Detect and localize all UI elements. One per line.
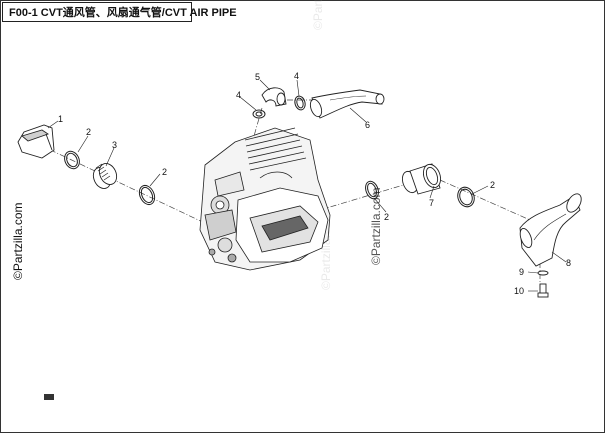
part-2-clamp-4	[457, 186, 475, 208]
callout-4b: 4	[294, 71, 299, 81]
callout-3: 3	[112, 140, 117, 150]
part-6-breather-tube	[309, 89, 385, 119]
part-1-intake-cover	[17, 124, 55, 159]
engine-assembly	[199, 127, 331, 271]
callout-1: 1	[58, 114, 63, 124]
callout-labels: 1 2 3 2 4 5 4 6 2 7 2 8 9 10	[58, 71, 571, 296]
part-10-bolt	[537, 283, 549, 298]
callout-2d: 2	[490, 180, 495, 190]
manufacturer-logo	[44, 394, 54, 400]
watermark-left: ©Partzilla.com	[11, 202, 25, 280]
callout-4a: 4	[236, 90, 241, 100]
part-2-clamp-3	[365, 180, 379, 200]
part-5-elbow-fitting	[261, 87, 287, 107]
callout-6: 6	[365, 120, 370, 130]
part-2-clamp-1	[64, 150, 80, 170]
callout-10: 10	[514, 286, 524, 296]
part-7-double-coupler	[401, 163, 442, 195]
part-3-coupler	[92, 163, 118, 189]
callout-2b: 2	[162, 167, 167, 177]
callout-5: 5	[255, 72, 260, 82]
part-9-washer	[537, 270, 549, 276]
watermark-center: ©Partzilla.com	[369, 187, 383, 265]
watermark-top: ©Partzilla.com	[311, 0, 325, 30]
callout-8: 8	[566, 258, 571, 268]
callout-9: 9	[519, 267, 524, 277]
callout-7: 7	[429, 198, 434, 208]
callout-2c: 2	[384, 212, 389, 222]
leader-lines	[47, 79, 567, 292]
diagram-title: F00-1 CVT通风管、风扇通气管/CVT AIR PIPE	[2, 2, 237, 22]
part-4-ring-right	[294, 95, 306, 111]
part-8-cvt-air-pipe	[519, 193, 582, 267]
part-4-ring-left	[252, 109, 266, 119]
part-2-clamp-2	[138, 184, 156, 206]
callout-2a: 2	[86, 127, 91, 137]
